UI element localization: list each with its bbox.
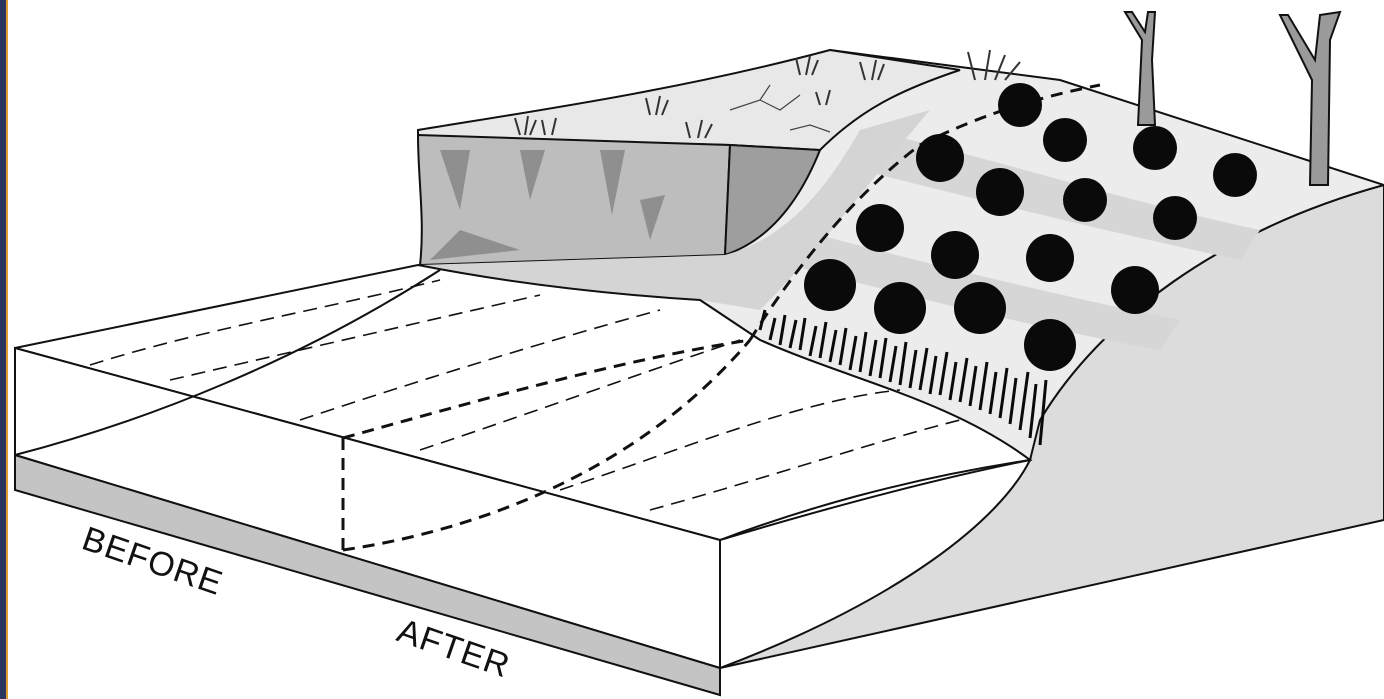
landscape-block-diagram: BEFORE AFTER bbox=[0, 0, 1384, 699]
diagram-frame: BEFORE AFTER bbox=[0, 0, 1384, 699]
